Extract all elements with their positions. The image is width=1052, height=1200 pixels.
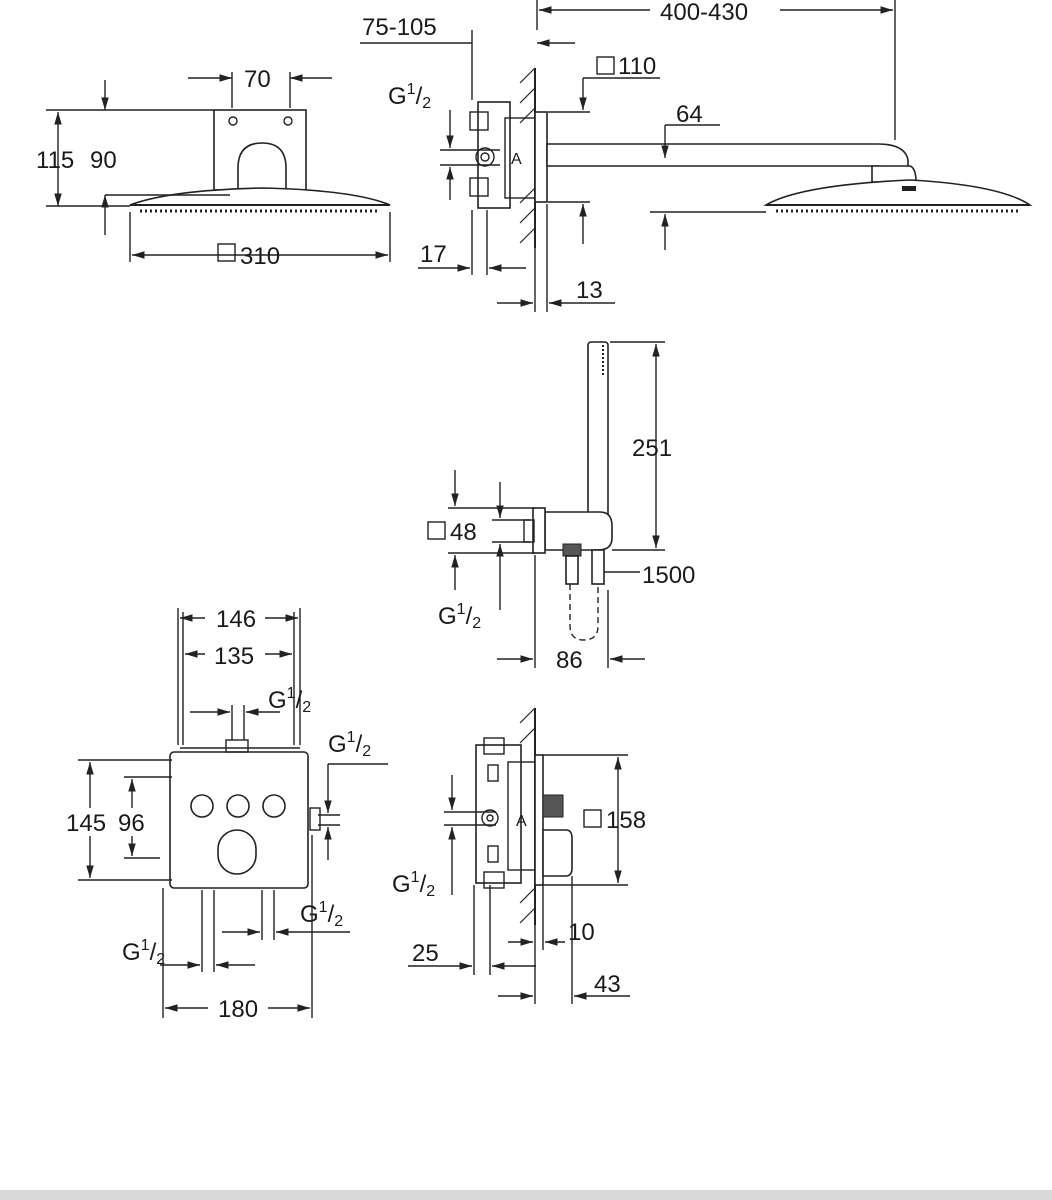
dim-head-width: 70 [244, 66, 271, 93]
svg-text:A: A [516, 813, 527, 830]
dim-head-square: 310 [240, 243, 280, 270]
dim-box-180: 180 [218, 996, 258, 1023]
dim-arm-drop: 64 [676, 101, 703, 128]
shower-head-front-view: 70 115 90 310 [36, 66, 391, 270]
dim-hand-depth: 86 [556, 647, 583, 674]
dim-box-145: 145 [66, 810, 106, 837]
thread-label-arm: G1/2 [388, 81, 431, 112]
dim-arm-length: 400-430 [660, 0, 748, 26]
page-footer-bar [0, 1190, 1052, 1200]
dim-arm-square: 110 [618, 53, 656, 80]
dim-box-135: 135 [214, 643, 254, 670]
thread-label-hand: G1/2 [438, 601, 481, 632]
thermostat-front-view: 146 135 G1/2 G1/2 145 96 G1/2 [64, 604, 388, 1023]
thread-label-side: G1/2 [392, 869, 435, 900]
dim-box-96: 96 [118, 810, 145, 837]
dim-hand-square: 48 [450, 519, 477, 546]
dim-side-43: 43 [594, 971, 621, 998]
thread-label-bottom-left: G1/2 [122, 937, 165, 968]
dim-hose-length: 1500 [642, 562, 695, 589]
svg-text:A: A [511, 151, 522, 168]
thread-label-right: G1/2 [328, 729, 371, 760]
dim-head-h2: 90 [90, 147, 117, 174]
dim-hand-length: 251 [632, 435, 672, 462]
hand-shower-view: 251 48 G1/2 1500 86 [427, 341, 695, 674]
dim-arm-wall: 75-105 [362, 14, 437, 41]
thread-label-bottom-right: G1/2 [300, 899, 343, 930]
dim-side-158: 158 [606, 807, 646, 834]
dim-box-146: 146 [216, 606, 256, 633]
thread-label-top: G1/2 [268, 685, 311, 716]
thermostat-side-view: A 158 G1/2 10 25 43 [392, 707, 646, 1004]
dim-side-25: 25 [412, 940, 439, 967]
shower-arm-side-view: A 75-105 400-430 110 64 G [360, 0, 1033, 312]
dim-head-h1: 115 [36, 147, 74, 174]
dim-depth-17: 17 [420, 241, 447, 268]
dim-depth-13: 13 [576, 277, 603, 304]
